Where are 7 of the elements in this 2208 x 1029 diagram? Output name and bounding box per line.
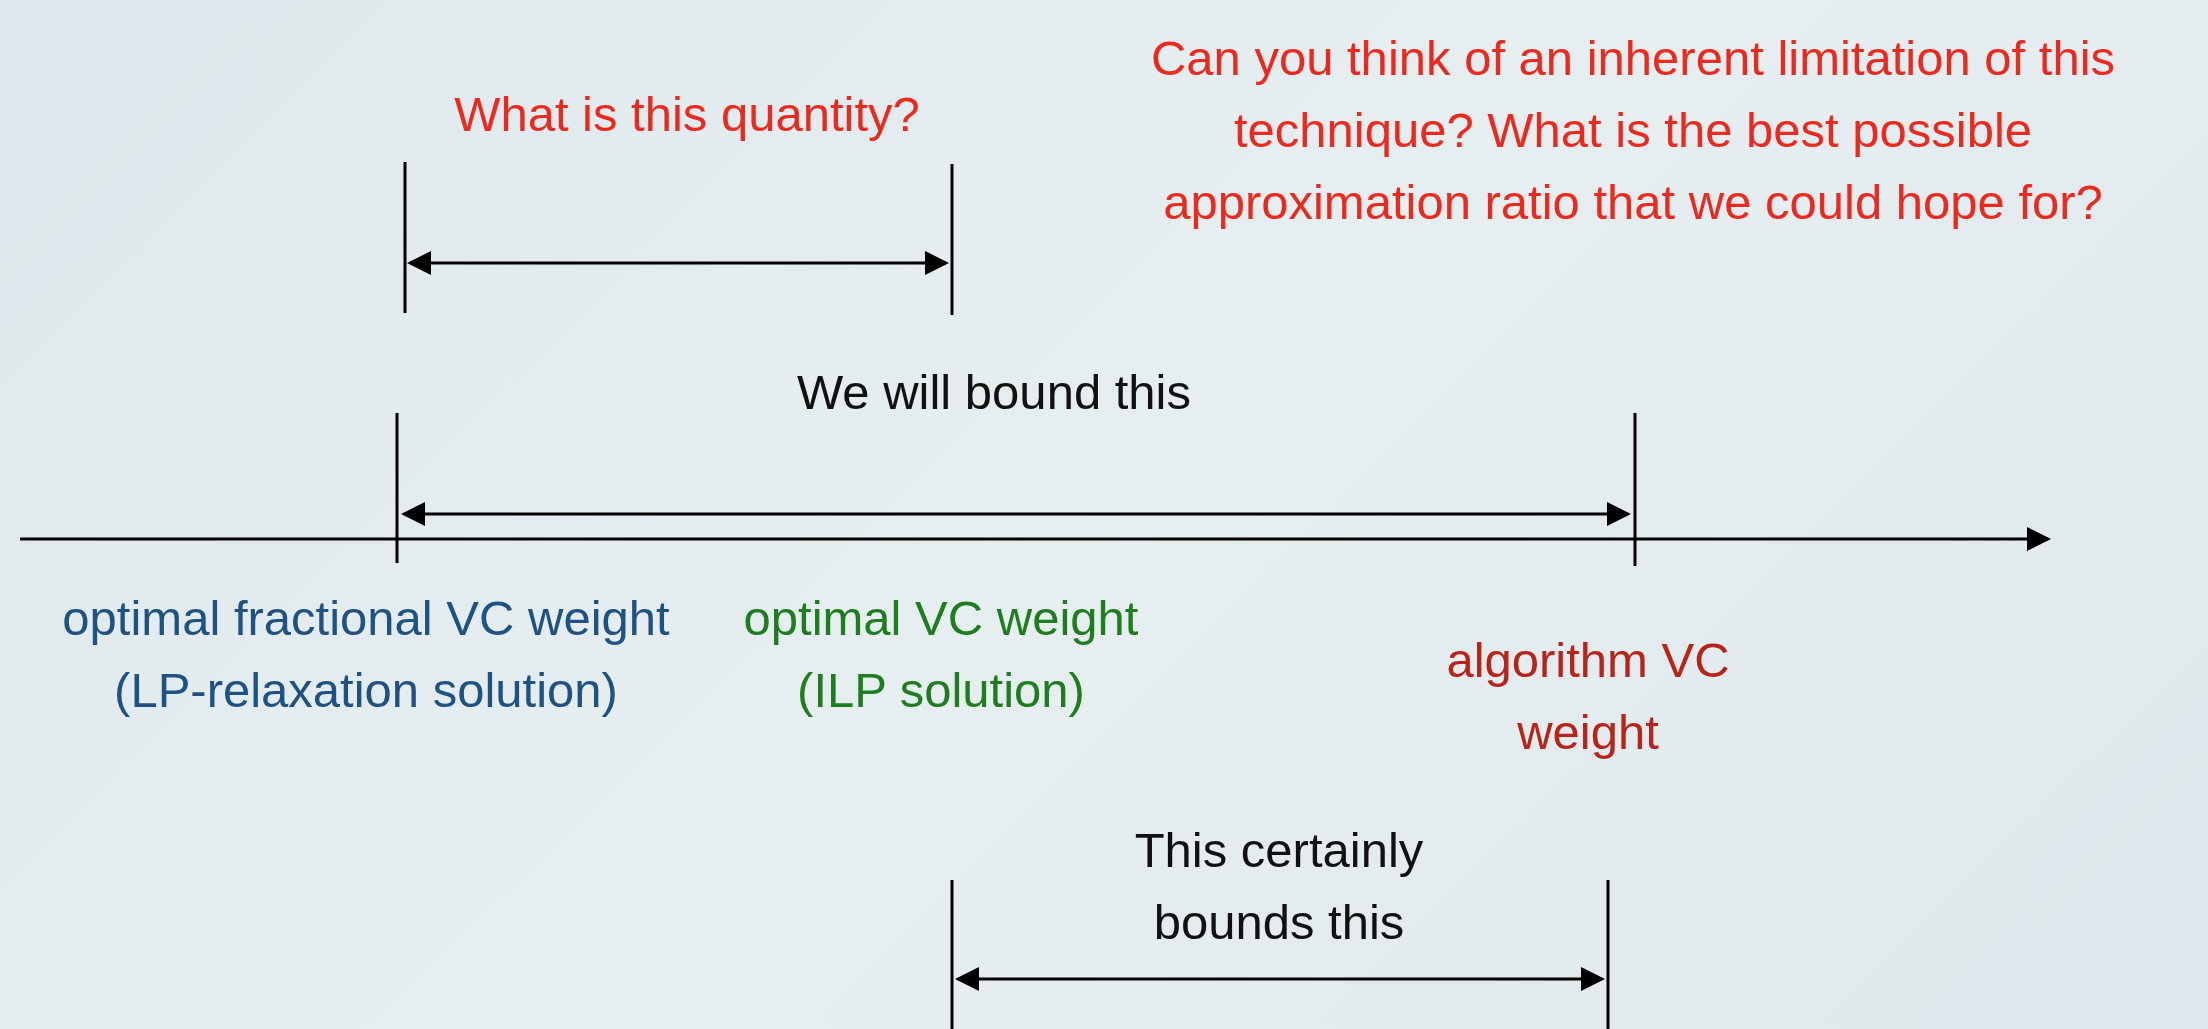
- annotation-text: optimal fractional VC weight (LP-relaxation solution): [61, 590, 671, 719]
- annotation-text: algorithm VC weight: [1445, 632, 1731, 761]
- annotation-text: What is this quantity?: [453, 86, 921, 143]
- annotation-text: This certainly bounds this: [1133, 822, 1425, 951]
- annotation-text: optimal VC weight (ILP solution): [742, 590, 1140, 719]
- annotation-text: Can you think of an inherent limitation of this technique? What is the best possible approximation ratio that we could hope for?: [1149, 30, 2117, 231]
- annotation-text: We will bound this: [796, 364, 1192, 421]
